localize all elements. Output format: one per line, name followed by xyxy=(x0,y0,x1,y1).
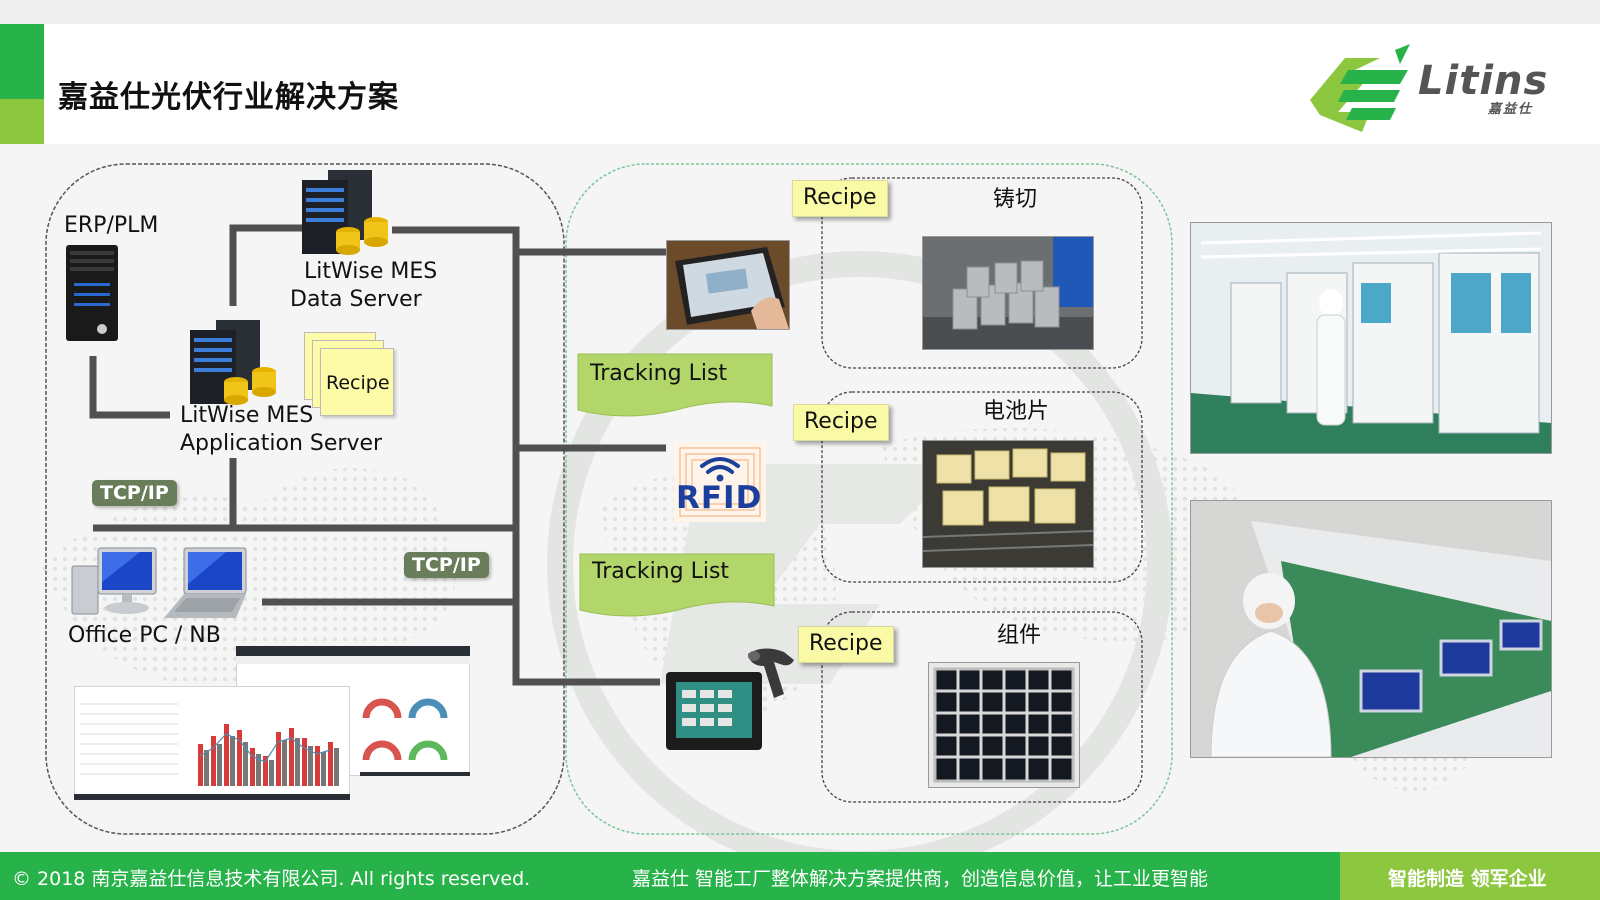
data-server-label-1: LitWise MES xyxy=(304,259,438,284)
photo-factory-assembly xyxy=(1190,500,1552,758)
database-icon xyxy=(224,367,276,405)
app-server-label-2: Application Server xyxy=(180,431,383,456)
recipe-tag-module: Recipe xyxy=(798,626,894,663)
recipe-doc-front xyxy=(320,348,394,416)
header-accent-light xyxy=(0,99,44,144)
tracking-list-1 xyxy=(577,353,773,417)
laptop-icon xyxy=(164,547,247,618)
footer-slogan: 嘉益仕 智能工厂整体解决方案提供商，创造信息价值，让工业更智能 xyxy=(632,868,1209,890)
tower-pc-icon xyxy=(66,245,118,341)
server-rack-icon xyxy=(302,170,388,255)
photo-solar-panel xyxy=(928,662,1080,788)
tcpip-badge-1: TCP/IP xyxy=(92,480,177,506)
header-accent-dark xyxy=(0,24,44,99)
data-server-label-2: Data Server xyxy=(290,287,422,312)
desktop-pc-icon xyxy=(71,547,157,615)
recipe-tag-casting: Recipe xyxy=(792,180,888,217)
office-pc-label: Office PC / NB xyxy=(68,623,221,648)
rfid-label: RFID xyxy=(676,480,763,516)
page-title: 嘉益仕光伏行业解决方案 xyxy=(58,80,399,115)
recipe-tag-cell: Recipe xyxy=(793,404,889,441)
tracking-list-1-label: Tracking List xyxy=(590,361,728,386)
footer-tagline: 智能制造 领军企业 xyxy=(1388,868,1547,890)
process-name-casting: 铸切 xyxy=(993,187,1038,212)
tracking-list-2 xyxy=(579,553,775,617)
footer-copyright: © 2018 南京嘉益仕信息技术有限公司. All rights reserve… xyxy=(12,868,531,890)
database-icon xyxy=(336,217,388,255)
dashboard-screenshot-chart xyxy=(74,686,350,800)
rfid-icon xyxy=(674,442,766,522)
barcode-scanner-icon xyxy=(748,648,794,698)
logo-wordmark: Litins xyxy=(1418,58,1549,104)
app-server-label-1: LitWise MES xyxy=(180,403,314,428)
recipe-doc-label: Recipe xyxy=(326,372,390,394)
logo-subtext: 嘉益仕 xyxy=(1488,102,1534,117)
panel-pc-icon xyxy=(666,672,762,750)
footer-tagline-bar xyxy=(1340,852,1600,900)
photo-casting xyxy=(922,236,1094,350)
tcpip-badge-2: TCP/IP xyxy=(404,552,489,578)
process-name-module: 组件 xyxy=(997,623,1042,648)
process-name-cell: 电池片 xyxy=(983,399,1050,424)
photo-cell xyxy=(922,440,1094,568)
server-rack-icon xyxy=(190,320,276,405)
footer-bar xyxy=(0,852,1340,900)
litins-logo xyxy=(1310,44,1410,132)
photo-factory-cleanroom xyxy=(1190,222,1552,454)
erp-plm-label: ERP/PLM xyxy=(64,213,159,238)
tablet-icon xyxy=(666,240,790,330)
tracking-list-2-label: Tracking List xyxy=(592,559,730,584)
top-band xyxy=(0,0,1600,24)
